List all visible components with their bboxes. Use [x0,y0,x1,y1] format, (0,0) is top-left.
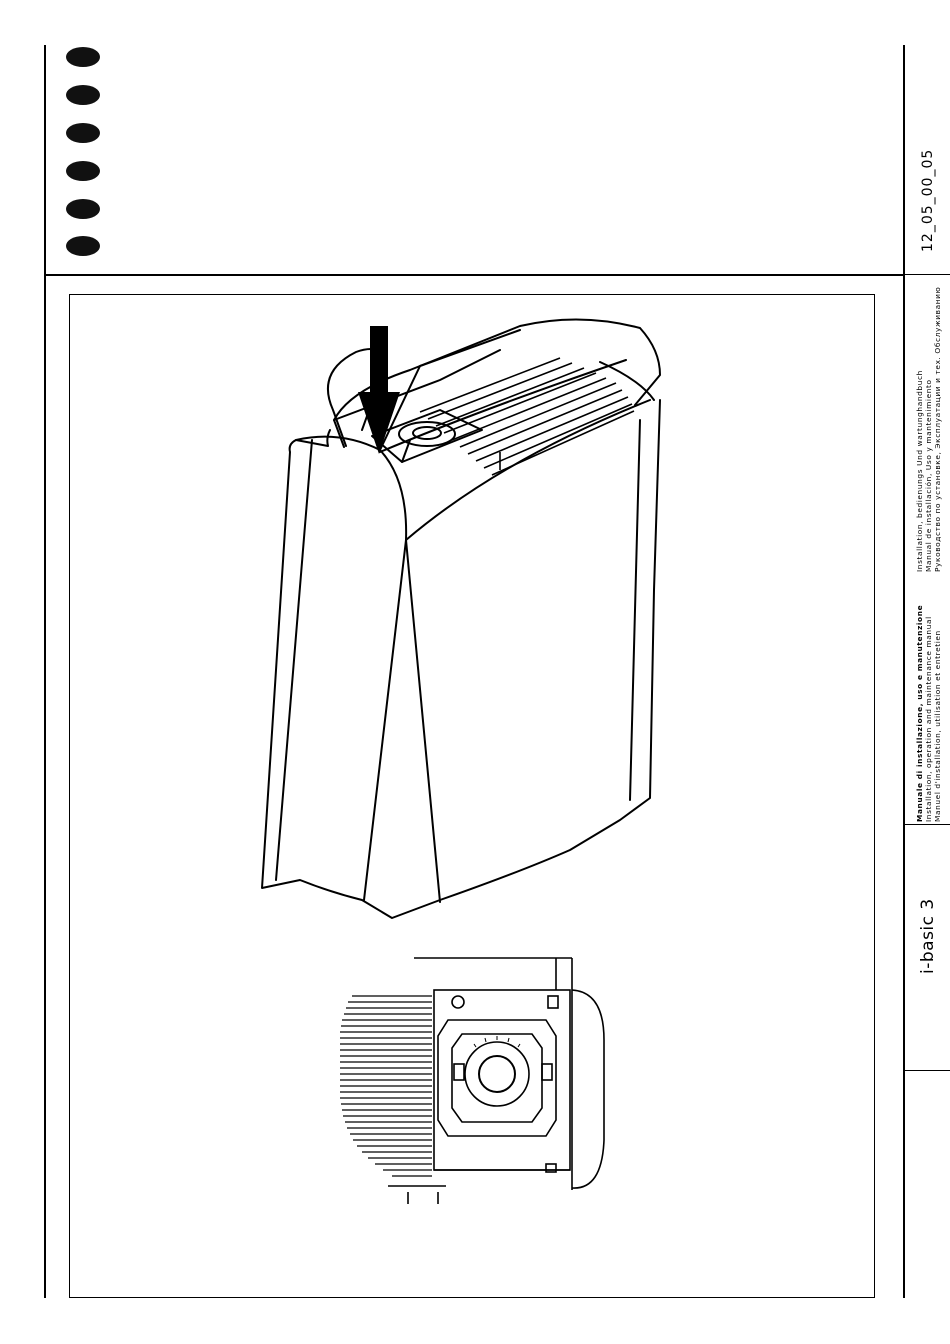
sidebar-divider [903,45,905,1298]
language-bullet-3 [66,123,100,143]
sidebar-separator-1 [905,274,950,275]
sidebar-separator-3 [905,1070,950,1071]
language-bullet-2 [66,85,100,105]
language-bullet-5 [66,199,100,219]
illustration-frame [69,294,875,1298]
sidebar-separator-2 [905,824,950,825]
header-divider [44,274,905,276]
language-bullet-6 [66,236,100,256]
language-bullet-1 [66,47,100,67]
left-margin-line [44,45,46,1298]
down-arrow-icon [358,326,400,454]
language-bullet-4 [66,161,100,181]
